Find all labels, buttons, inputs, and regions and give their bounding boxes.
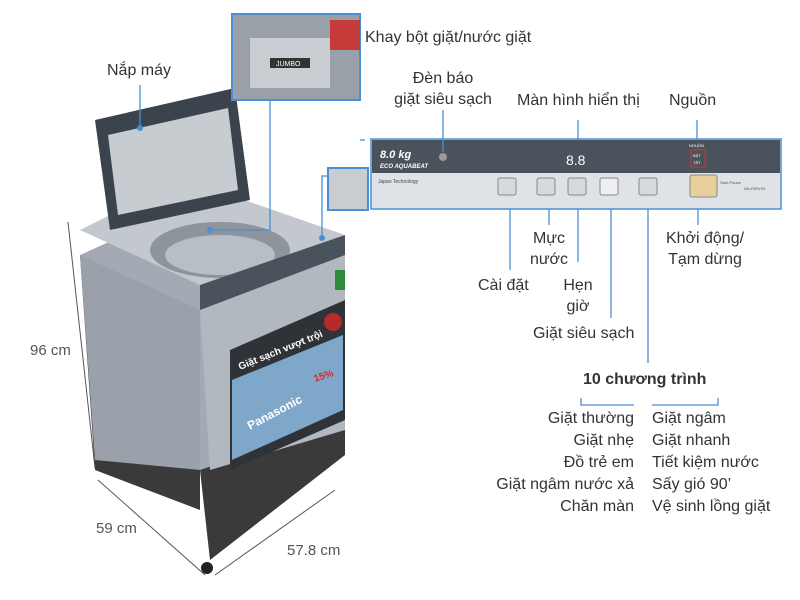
washing-machine: Panasonic Giặt sạch vượt trội 15%	[80, 88, 345, 574]
program-item: Sấy gió 90’	[652, 476, 732, 493]
label-super-clean: Giặt siêu sạch	[533, 325, 635, 342]
svg-text:Japan Technology: Japan Technology	[378, 179, 419, 185]
program-item: Tiết kiệm nước	[652, 454, 759, 471]
display-digits: 8.8	[566, 152, 586, 168]
program-item: Vệ sinh lồng giặt	[652, 498, 771, 515]
svg-text:TẮT: TẮT	[693, 160, 701, 165]
svg-text:NA-F80VS9: NA-F80VS9	[744, 186, 766, 191]
label-line: Mực	[532, 230, 566, 247]
label-line: Khởi động/	[665, 230, 745, 247]
dimension-lines	[67, 221, 336, 576]
label-line: Tạm dừng	[668, 251, 742, 268]
label-power: Nguồn	[669, 92, 717, 109]
label-line: nước	[529, 251, 569, 268]
svg-text:NGUỒN: NGUỒN	[689, 143, 704, 148]
program-item: Giặt ngâm nước xả	[496, 476, 634, 493]
label-display: Màn hình hiển thị	[517, 92, 640, 109]
label-water-level: Mực nước	[525, 228, 573, 270]
program-item: Chăn màn	[560, 498, 634, 515]
capacity: 8.0 kg	[380, 149, 411, 161]
program-button[interactable]	[638, 177, 658, 196]
label-super-clean-light: Đèn báo giặt siêu sạch	[383, 68, 503, 110]
leader-lines	[139, 85, 719, 406]
label-settings: Cài đặt	[478, 277, 529, 294]
label-line: giặt siêu sạch	[394, 91, 492, 108]
label-lid: Nắp máy	[107, 62, 172, 79]
programs-title: 10 chương trình	[583, 371, 707, 388]
dimension-depth: 59 cm	[96, 520, 137, 537]
program-item: Đồ trẻ em	[563, 454, 634, 471]
tray-text: JUMBO	[276, 61, 301, 68]
water-level-button[interactable]	[536, 177, 556, 196]
label-timer: Hẹn giờ	[556, 275, 600, 317]
program-item: Giặt nhanh	[652, 432, 731, 449]
dimension-width: 57.8 cm	[287, 542, 341, 559]
dimension-height: 96 cm	[30, 342, 71, 359]
label-line: Đèn báo	[412, 70, 474, 87]
svg-text:BẬT: BẬT	[693, 153, 701, 158]
program-item: Giặt ngâm	[652, 410, 726, 427]
label-line: Hẹn	[563, 277, 593, 294]
timer-button[interactable]	[567, 177, 587, 196]
programs-left-list: Giặt thường Giặt nhẹ Đồ trẻ em Giặt ngâm…	[496, 408, 634, 518]
label-detergent-tray: Khay bột giặt/nước giặt	[365, 29, 532, 46]
program-item: Giặt thường	[547, 410, 634, 427]
label-start-pause: Khởi động/ Tạm dừng	[650, 228, 760, 270]
program-item: Giặt nhẹ	[573, 432, 634, 449]
super-clean-button[interactable]	[599, 177, 619, 196]
control-panel: 8.0 kg ECO AQUABEAT 8.8 BẬT TẮT NGUỒN Ja…	[370, 138, 782, 210]
label-line: giờ	[566, 298, 590, 315]
series: ECO AQUABEAT	[380, 164, 429, 170]
settings-button[interactable]	[497, 177, 517, 196]
programs-right-list: Giặt ngâm Giặt nhanh Tiết kiệm nước Sấy …	[652, 408, 770, 518]
svg-text:Start Pause: Start Pause	[720, 180, 742, 185]
start-pause-button[interactable]	[689, 174, 718, 198]
